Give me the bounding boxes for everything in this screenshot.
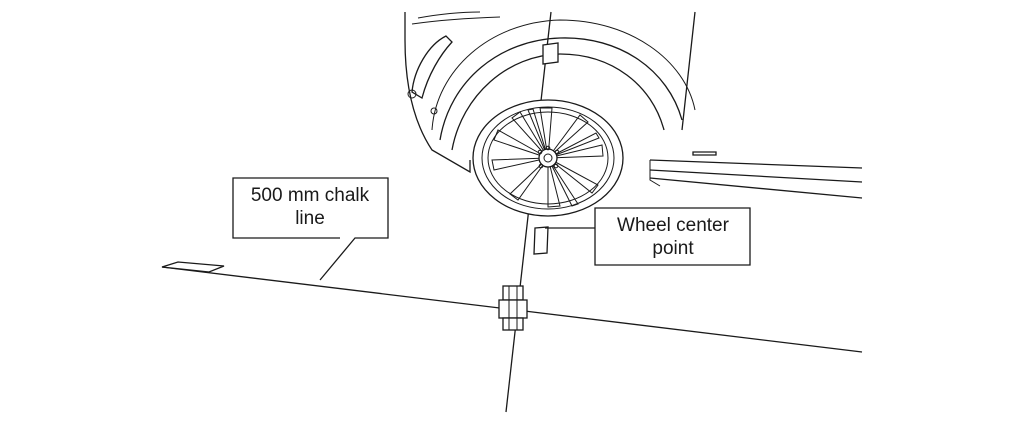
plumb-marker-device — [498, 285, 528, 331]
wheel-hub — [538, 148, 558, 168]
front-bumper — [404, 12, 471, 174]
wheel-center-callout-box — [545, 207, 751, 266]
chalk-line-label-line1: 500 mm chalk — [251, 185, 370, 206]
vehicle-front-corner — [404, 11, 863, 199]
wheel-center-tape — [533, 226, 549, 255]
wheel-center-callout: Wheel center point — [545, 207, 751, 266]
arch-marker-tape — [542, 42, 559, 65]
fog-light — [411, 35, 453, 100]
wheel-arch-outer — [439, 37, 683, 141]
front-wheel — [472, 99, 624, 255]
chalk-line-callout-box — [232, 177, 389, 281]
wheel-spokes — [491, 107, 604, 208]
chalk-line-callout: 500 mm chalk line — [232, 177, 389, 281]
wheel-center-label-line1: Wheel center — [617, 215, 730, 236]
rocker-panel — [649, 159, 863, 199]
wheel-center-label-line2: point — [652, 238, 694, 259]
chalk-start-tape — [161, 261, 225, 273]
chalk-line-label-line2: line — [295, 208, 325, 229]
wheel-arch-inner — [451, 53, 665, 151]
